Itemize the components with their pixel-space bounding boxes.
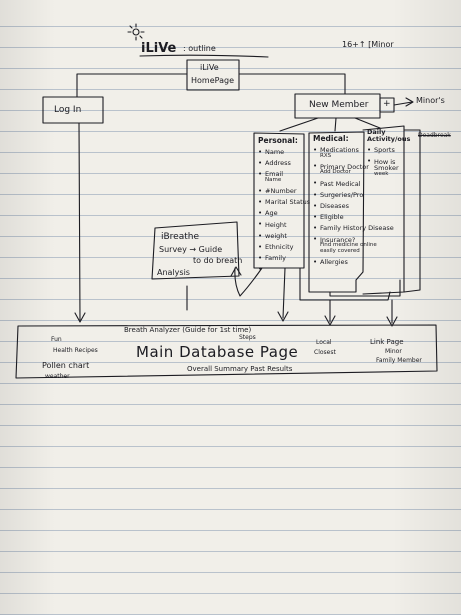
medical-item: Eligible (313, 212, 363, 223)
medical-header: Medical: (313, 134, 349, 143)
db-item-weather: weather (45, 373, 70, 380)
daily-header: Daily Activity/ous (367, 128, 411, 144)
db-breath-analyzer: Breath Analyzer (Guide for 1st time) (124, 326, 252, 334)
ibreathe-line1: Survey → Guide (159, 245, 223, 254)
app-title: iLiVe (141, 41, 177, 56)
minors-label: Minor's (416, 96, 445, 105)
medical-item: Family History Disease (313, 223, 394, 234)
personal-header: Personal: (258, 136, 298, 145)
medical-item: Diseases (313, 201, 363, 212)
personal-item: Address (258, 158, 304, 169)
daily-header-strikethrough: Deadbreak (418, 132, 451, 139)
daily-activity-column: Daily Activity/ous Sports How is Smokerw… (367, 128, 411, 180)
db-family-member: Family Member (376, 357, 422, 364)
medical-item: Past Medical (313, 178, 363, 189)
ibreathe-line2: to do breath (193, 256, 243, 265)
homepage-label-line1: iLiVe (200, 63, 219, 72)
personal-item: weight (258, 231, 304, 242)
new-member-plus-box: + (383, 99, 391, 109)
insurance-sub-note-2: easily covered (320, 248, 360, 255)
db-link-sub: Minor (385, 348, 402, 355)
medical-item: Allergies (313, 257, 363, 268)
main-database-title: Main Database Page (136, 343, 299, 361)
age-note: 16+↑ [Minor (342, 40, 394, 49)
insurance-sub-note: Find medicine online (320, 242, 377, 249)
email-sub-note: Name (265, 176, 282, 183)
ibreathe-line3: Analysis (157, 268, 190, 277)
personal-item (258, 264, 304, 274)
smoker-sub-note: week (374, 171, 389, 178)
medications-sub-note: RXS (320, 152, 332, 159)
db-breath-steps: Steps (239, 334, 256, 341)
db-local: Local (316, 339, 332, 346)
personal-item: Height (258, 219, 304, 230)
title-subtitle: : outline (183, 44, 216, 53)
doctor-sub-note: Add Doctor (320, 169, 351, 176)
new-member-node: New Member (309, 100, 369, 110)
login-node: Log In (54, 105, 82, 115)
personal-item: Age (258, 208, 304, 219)
personal-item: #Number (258, 186, 304, 197)
sun-doodle-icon (127, 23, 145, 41)
homepage-label-line2: HomePage (191, 76, 234, 85)
db-item-pollen-chart: Pollen chart (42, 361, 90, 370)
db-summary: Overall Summary Past Results (187, 365, 293, 373)
personal-item: Ethnicity (258, 242, 304, 253)
db-item-health-recipes: Health Recipes (53, 347, 98, 354)
db-local-sub: Closest (314, 349, 336, 356)
db-link-page: Link Page (370, 338, 404, 346)
db-item-fun: Fun (51, 336, 62, 343)
personal-item: Name (258, 147, 304, 158)
personal-item: Family (258, 253, 304, 264)
medical-item: Surgeries/Pro (313, 190, 363, 201)
daily-item: Sports (367, 145, 407, 156)
personal-item: Marital Status (258, 197, 310, 208)
ibreathe-title: iBreathe (161, 232, 199, 242)
